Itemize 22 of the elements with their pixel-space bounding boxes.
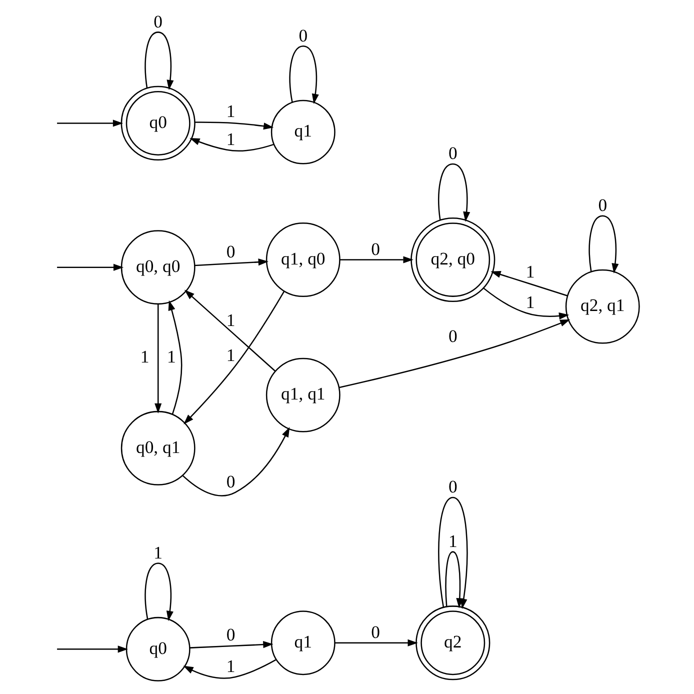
- edge-label: 1: [226, 656, 235, 676]
- edge-label: 0: [226, 624, 235, 645]
- edge-label: 1: [140, 346, 149, 366]
- edge-label: 0: [370, 238, 380, 259]
- edge-label: 0: [448, 143, 457, 164]
- edge-label: 1: [166, 346, 176, 366]
- edge-label: 0: [226, 472, 235, 492]
- edge-label: 0: [226, 241, 235, 262]
- edge-label: 1: [226, 101, 235, 122]
- edge-label: 0: [298, 25, 308, 46]
- edge-label: 1: [153, 542, 162, 562]
- edge-label: 1: [525, 262, 534, 282]
- edge-label: 1: [448, 531, 457, 552]
- edge-label: 1: [226, 345, 235, 366]
- edge-label: 0: [598, 195, 607, 216]
- edge-label: 0: [153, 11, 162, 32]
- edge-label: 0: [448, 326, 457, 346]
- edge-label: 1: [226, 128, 235, 149]
- edge-label: 0: [370, 622, 380, 642]
- edge-label: 1: [226, 310, 235, 330]
- edge-label: 0: [448, 476, 457, 497]
- edge-label: 1: [525, 292, 534, 312]
